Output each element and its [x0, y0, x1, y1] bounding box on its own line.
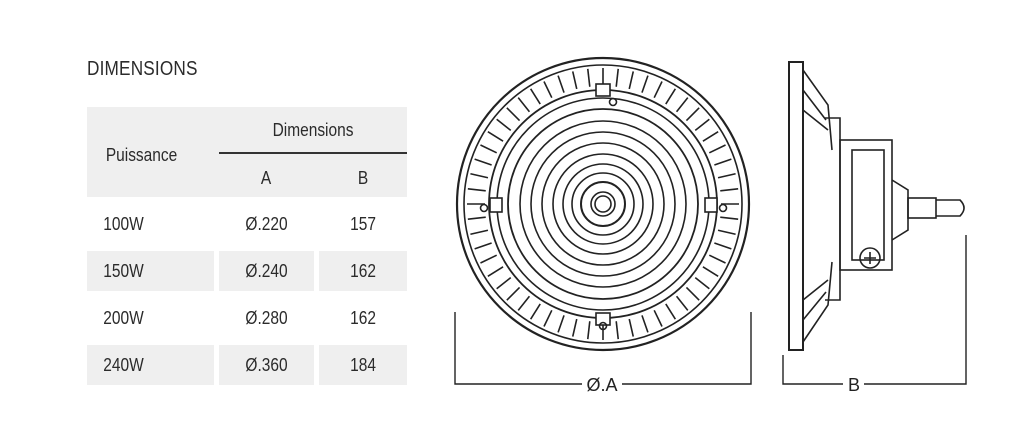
heatsink-slot	[675, 97, 689, 113]
heatsink-slot	[557, 75, 565, 93]
heatsink-slot	[653, 81, 663, 99]
heatsink-slot	[467, 216, 486, 221]
heatsink-slot	[487, 130, 504, 142]
heatsink-slot	[708, 144, 726, 154]
table-row-150w-b: 162	[350, 260, 376, 281]
heatsink-slot	[543, 309, 553, 327]
heatsink-slot	[720, 216, 739, 221]
heatsink-slot	[685, 286, 700, 301]
heatsink-slot	[470, 172, 489, 179]
side-view	[788, 61, 965, 351]
header-divider	[219, 152, 407, 154]
row-150w-bg-a	[219, 251, 314, 291]
front-view	[455, 56, 751, 352]
heatsink-slot	[694, 118, 710, 132]
heatsink-slot	[474, 242, 492, 250]
heatsink-slot	[615, 321, 620, 340]
heatsink-slot	[496, 276, 512, 290]
header-a: A	[261, 167, 272, 188]
row-240w-bg-power	[87, 345, 214, 385]
header-dimensions: Dimensions	[272, 119, 354, 140]
heatsink-slot	[480, 144, 498, 154]
heatsink-slot	[506, 286, 521, 301]
heatsink-slot	[467, 187, 486, 192]
heatsink-slot	[586, 68, 591, 87]
table-row-200w-power: 200W	[103, 307, 144, 328]
heatsink-slot	[717, 172, 736, 179]
heatsink-slot	[586, 321, 591, 340]
table-row-100w-a: Ø.220	[245, 213, 288, 234]
heatsink-slot	[653, 309, 663, 327]
page-title: DIMENSIONS	[87, 58, 198, 80]
heatsink-slot	[720, 187, 739, 192]
heatsink-slot	[665, 88, 677, 105]
heatsink-slot	[517, 295, 531, 311]
heatsink-slot	[685, 107, 700, 122]
heatsink-slot	[708, 254, 726, 264]
table-row-200w-a: Ø.280	[245, 307, 288, 328]
heatsink-slot	[702, 266, 719, 278]
heatsink-slot	[628, 71, 635, 90]
row-240w-bg-b	[319, 345, 407, 385]
heatsink-slot	[557, 315, 565, 333]
header-b: B	[357, 167, 369, 188]
front-dimension-label: Ø.A	[586, 375, 617, 395]
table-row-240w-power: 240W	[103, 354, 144, 375]
heatsink-slot	[496, 118, 512, 132]
heatsink-slot	[480, 254, 498, 264]
heatsink-slot	[529, 303, 541, 320]
row-240w-bg-a	[219, 345, 314, 385]
dimension-lines	[454, 235, 967, 385]
heatsink-slot	[517, 97, 531, 113]
heatsink-slot	[470, 229, 489, 236]
heatsink-slot	[628, 318, 635, 337]
heatsink-slot	[615, 68, 620, 87]
heatsink-slot	[641, 315, 649, 333]
heatsink-slot	[675, 295, 689, 311]
heatsink-slot	[694, 276, 710, 290]
table-row-100w-b: 157	[350, 213, 376, 234]
heatsink-slot	[714, 158, 732, 166]
table-row-240w-b: 184	[350, 354, 376, 375]
table-row-100w-power: 100W	[103, 213, 144, 234]
table-row-150w-power: 150W	[103, 260, 144, 281]
header-power: Puissance	[105, 144, 178, 165]
heatsink-slot	[474, 158, 492, 166]
table-row-200w-b: 162	[350, 307, 376, 328]
heatsink-slot	[702, 130, 719, 142]
table-row-150w-a: Ø.240	[245, 260, 288, 281]
heatsink-slot	[543, 81, 553, 99]
heatsink-slot	[714, 242, 732, 250]
heatsink-slot	[571, 318, 578, 337]
row-150w-bg-power	[87, 251, 214, 291]
table-row-240w-a: Ø.360	[245, 354, 288, 375]
heatsink-slot	[641, 75, 649, 93]
heatsink-slot	[717, 229, 736, 236]
row-150w-bg-b	[319, 251, 407, 291]
heatsink-slot	[665, 303, 677, 320]
heatsink-slot	[529, 88, 541, 105]
heatsink-slot	[506, 107, 521, 122]
heatsink-slot	[571, 71, 578, 90]
heatsink-slot	[487, 266, 504, 278]
side-dimension-label: B	[848, 375, 860, 395]
